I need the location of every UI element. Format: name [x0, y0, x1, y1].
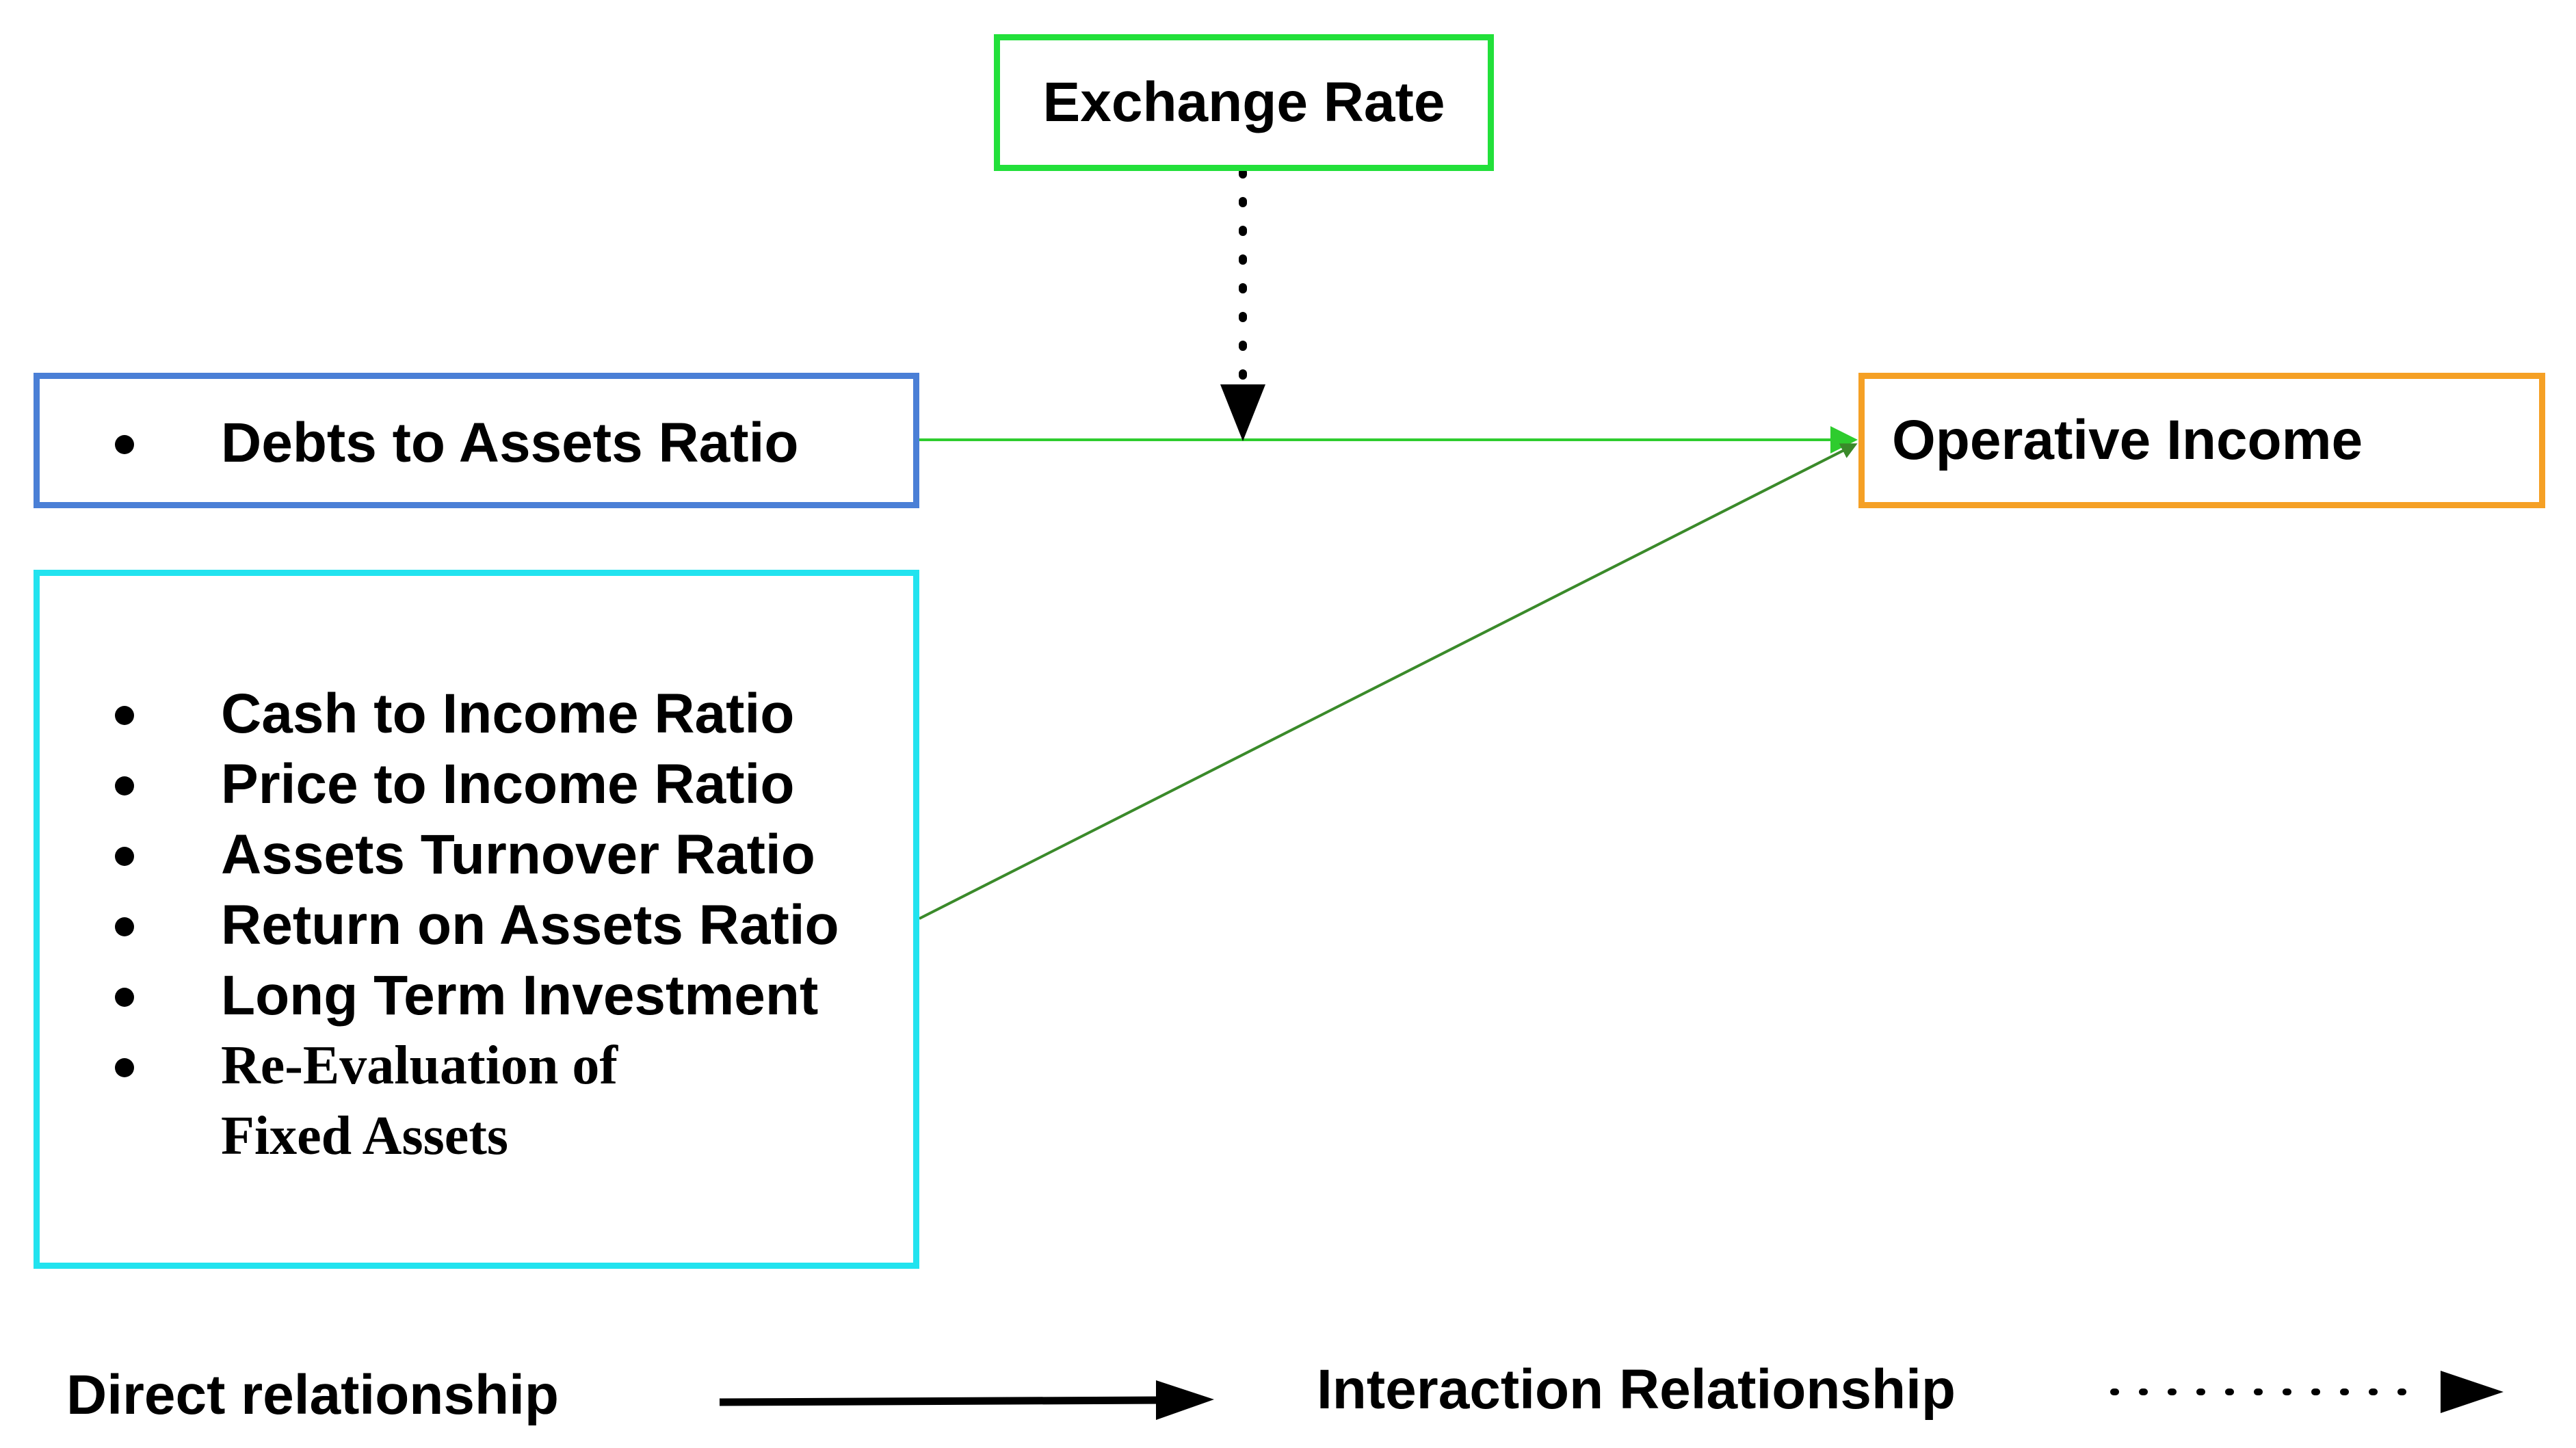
- list-item-label: Cash to Income Ratio: [221, 683, 795, 745]
- legend-direct-label: Direct relationship: [66, 1364, 559, 1426]
- bullet-icon: [115, 847, 134, 866]
- list-item: Price to Income Ratio: [40, 749, 913, 819]
- bullet-icon: [115, 435, 134, 454]
- exchange-rate-label: Exchange Rate: [1042, 71, 1445, 133]
- legend-interaction-label: Interaction Relationship: [1317, 1358, 1956, 1421]
- bullet-icon: [115, 988, 134, 1007]
- list-item: Long Term Investment: [40, 960, 913, 1031]
- list-item: Debts to Assets Ratio: [40, 408, 913, 478]
- bullet-icon: [115, 1058, 134, 1077]
- list-item: Cash to Income Ratio: [40, 679, 913, 749]
- operative-income-label: Operative Income: [1892, 409, 2363, 471]
- list-item: Re-Evaluation of Fixed Assets: [40, 1031, 720, 1172]
- operative-income-node: Operative Income: [1858, 373, 2545, 508]
- list-item-label: Assets Turnover Ratio: [221, 824, 815, 886]
- edge-ratios-to-operative-income: [919, 443, 1858, 920]
- ratios-list: Cash to Income Ratio Price to Income Rat…: [40, 679, 913, 1172]
- debts-node: Debts to Assets Ratio: [34, 373, 919, 508]
- ratios-node: Cash to Income Ratio Price to Income Rat…: [34, 570, 919, 1269]
- interaction-arrowhead: [1220, 384, 1265, 441]
- debts-list: Debts to Assets Ratio: [40, 408, 913, 478]
- list-item-label: Long Term Investment: [221, 964, 819, 1027]
- list-item: Assets Turnover Ratio: [40, 819, 913, 890]
- list-item-label: Debts to Assets Ratio: [221, 412, 799, 474]
- legend-direct-arrow-line: [719, 1396, 1164, 1406]
- bullet-icon: [115, 776, 134, 795]
- list-item-label: Price to Income Ratio: [221, 753, 795, 815]
- legend-direct-arrowhead: [1156, 1380, 1214, 1420]
- list-item-label: Re-Evaluation of Fixed Assets: [221, 1036, 618, 1166]
- legend-interaction-arrowhead: [2441, 1371, 2503, 1413]
- bullet-icon: [115, 706, 134, 725]
- bullet-icon: [115, 917, 134, 936]
- list-item-label: Return on Assets Ratio: [221, 894, 839, 956]
- exchange-rate-node: Exchange Rate: [994, 34, 1494, 171]
- list-item: Return on Assets Ratio: [40, 890, 913, 960]
